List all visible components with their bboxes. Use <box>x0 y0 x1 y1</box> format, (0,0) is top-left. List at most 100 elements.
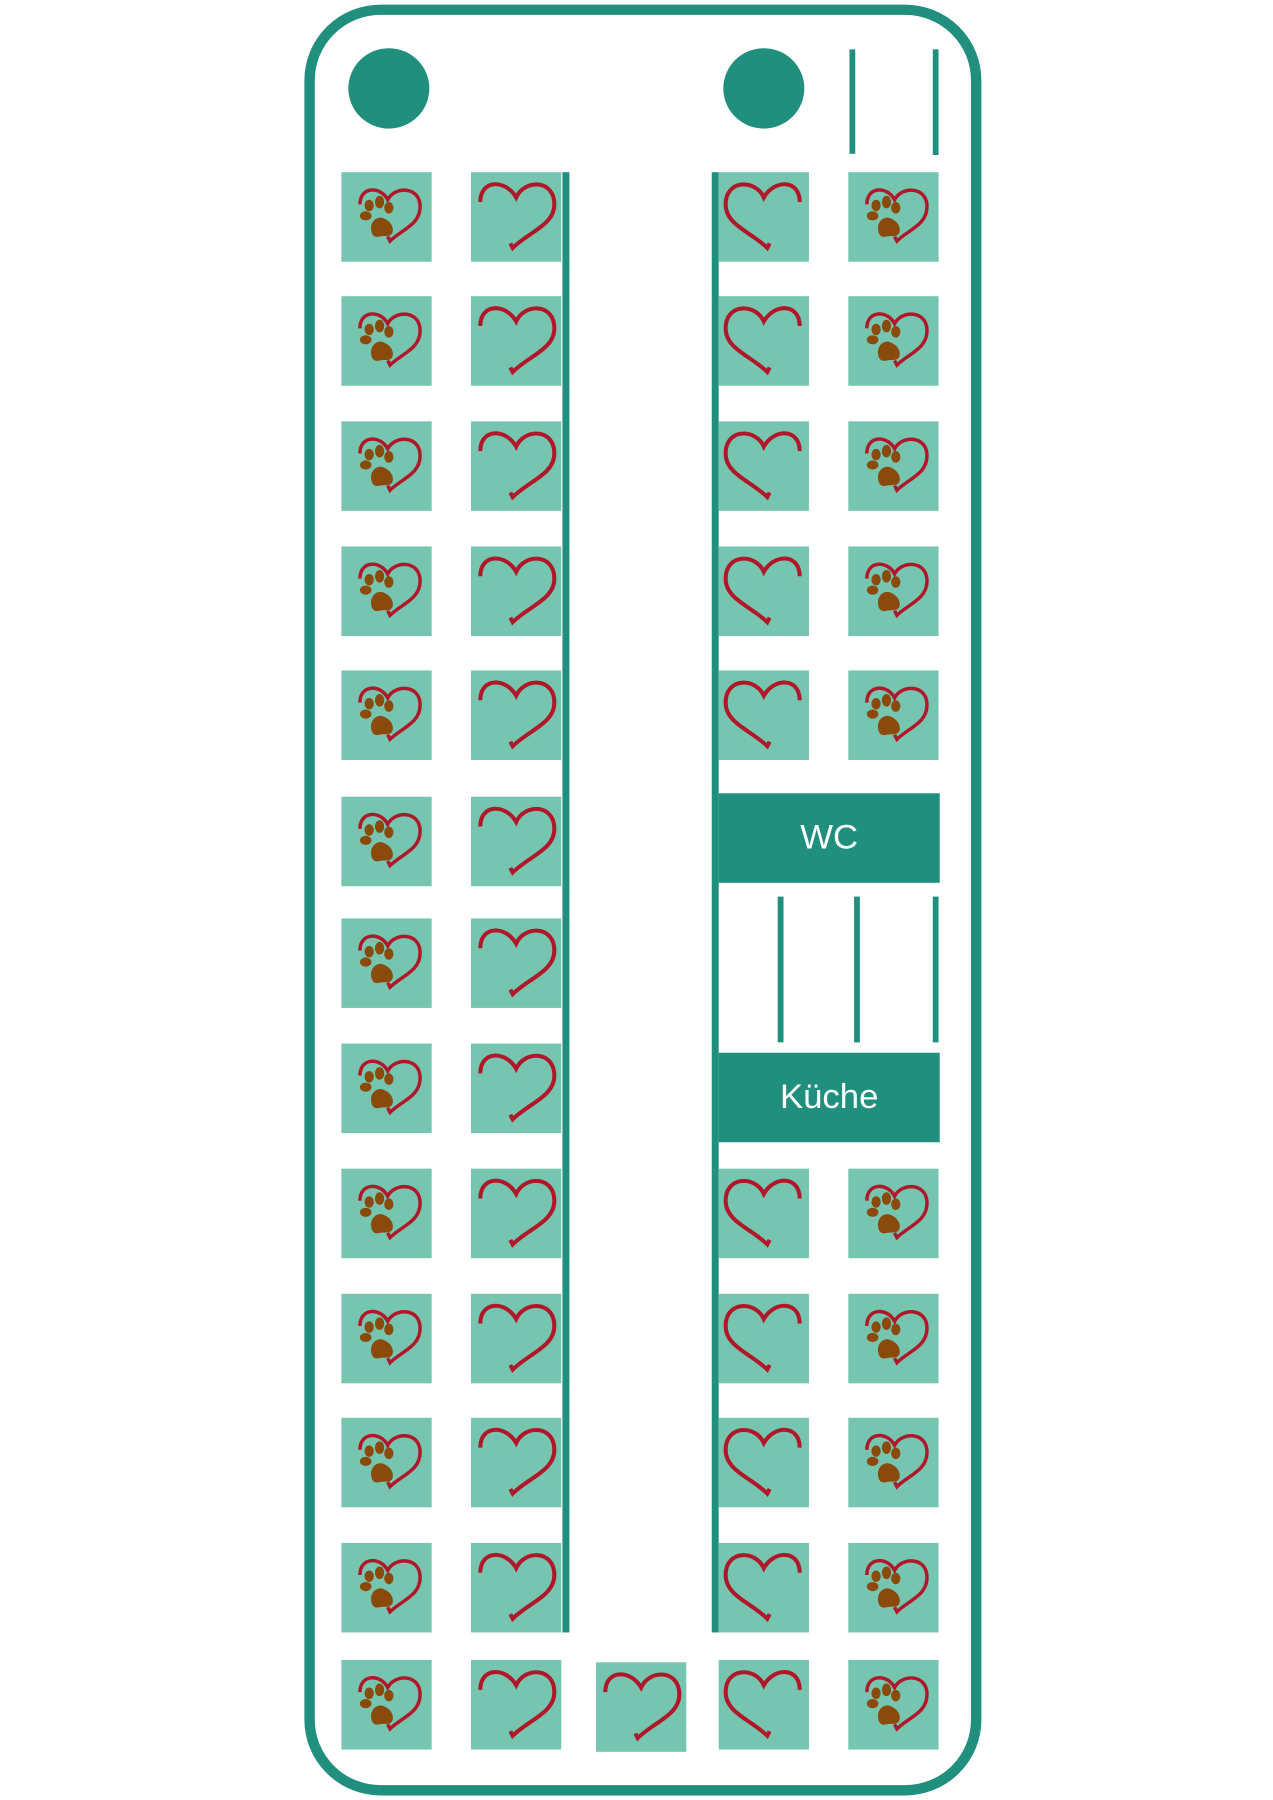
paw-heart-icon <box>341 670 431 760</box>
heart-icon <box>471 1660 561 1750</box>
heart-icon <box>471 546 561 636</box>
stair-line <box>932 896 939 1043</box>
heart-icon <box>719 1660 809 1750</box>
heart-icon <box>719 1543 809 1633</box>
heart-icon <box>471 296 561 386</box>
paw-heart-icon <box>848 296 938 386</box>
seat[interactable] <box>718 1168 809 1259</box>
seat[interactable] <box>341 296 432 386</box>
seat[interactable] <box>471 1542 562 1633</box>
paw-heart-icon <box>341 1169 431 1259</box>
seat[interactable] <box>848 1542 939 1633</box>
seat[interactable] <box>341 670 432 760</box>
seat[interactable] <box>341 172 432 262</box>
seat[interactable] <box>471 1417 562 1508</box>
paw-heart-icon <box>848 546 938 636</box>
stair-line <box>777 896 784 1043</box>
seat[interactable] <box>471 796 562 887</box>
heart-icon <box>719 1418 809 1508</box>
seat[interactable] <box>848 172 939 262</box>
seat[interactable] <box>718 1660 809 1750</box>
stair-line <box>849 49 856 154</box>
seat[interactable] <box>471 421 562 511</box>
seat[interactable] <box>341 1542 432 1633</box>
seat[interactable] <box>341 1660 432 1750</box>
door-marker-left <box>348 48 430 129</box>
heart-icon <box>471 1044 561 1134</box>
heart-icon <box>471 421 561 511</box>
paw-heart-icon <box>341 546 431 636</box>
seat[interactable] <box>341 1417 432 1508</box>
paw-heart-icon <box>341 296 431 386</box>
seat[interactable] <box>718 296 809 386</box>
paw-heart-icon <box>341 1294 431 1384</box>
seat[interactable] <box>718 670 809 760</box>
paw-heart-icon <box>848 1294 938 1384</box>
paw-heart-icon <box>341 1418 431 1508</box>
paw-heart-icon <box>341 421 431 511</box>
heart-icon <box>471 670 561 760</box>
stair-line <box>932 49 939 155</box>
paw-heart-icon <box>848 172 938 262</box>
seat[interactable] <box>848 296 939 386</box>
seat[interactable] <box>341 421 432 511</box>
seat[interactable] <box>341 546 432 636</box>
kitchen-room: Küche <box>718 1052 940 1143</box>
paw-heart-icon <box>848 1660 938 1750</box>
seat[interactable] <box>718 1293 809 1384</box>
seat[interactable] <box>471 1168 562 1259</box>
paw-heart-icon <box>848 1418 938 1508</box>
door-marker-right <box>723 48 805 129</box>
seat[interactable] <box>341 1293 432 1384</box>
seat[interactable] <box>341 796 432 887</box>
heart-icon <box>471 172 561 262</box>
paw-heart-icon <box>848 670 938 760</box>
seat[interactable] <box>718 546 809 636</box>
heart-icon <box>719 546 809 636</box>
seat[interactable] <box>341 1168 432 1259</box>
heart-icon <box>471 918 561 1008</box>
heart-icon <box>471 1418 561 1508</box>
heart-icon <box>471 1294 561 1384</box>
paw-heart-icon <box>848 1543 938 1633</box>
seat[interactable] <box>471 670 562 760</box>
seat[interactable] <box>471 1660 562 1750</box>
heart-icon <box>471 1169 561 1259</box>
heart-icon <box>719 421 809 511</box>
seat[interactable] <box>341 918 432 1008</box>
seat[interactable] <box>471 296 562 386</box>
seat[interactable] <box>718 421 809 511</box>
paw-heart-icon <box>848 421 938 511</box>
seat[interactable] <box>341 1043 432 1134</box>
seat[interactable] <box>596 1662 687 1752</box>
seat[interactable] <box>718 1417 809 1508</box>
paw-heart-icon <box>341 1543 431 1633</box>
seat[interactable] <box>718 172 809 262</box>
seat[interactable] <box>471 172 562 262</box>
seat[interactable] <box>471 546 562 636</box>
seat[interactable] <box>848 421 939 511</box>
seat[interactable] <box>471 1293 562 1384</box>
seat[interactable] <box>848 1168 939 1259</box>
paw-heart-icon <box>341 1660 431 1750</box>
paw-heart-icon <box>341 1044 431 1134</box>
paw-heart-icon <box>341 918 431 1008</box>
heart-icon <box>471 797 561 887</box>
seat[interactable] <box>848 670 939 760</box>
paw-heart-icon <box>848 1169 938 1259</box>
seat[interactable] <box>848 546 939 636</box>
heart-icon <box>719 1169 809 1259</box>
aisle-line-right <box>711 172 719 1633</box>
seat[interactable] <box>718 1542 809 1633</box>
seat[interactable] <box>471 1043 562 1134</box>
seat[interactable] <box>848 1417 939 1508</box>
wc-label: WC <box>800 818 859 857</box>
heart-icon <box>719 172 809 262</box>
seat[interactable] <box>848 1660 939 1750</box>
seat[interactable] <box>848 1293 939 1384</box>
heart-icon <box>719 1294 809 1384</box>
heart-icon <box>471 1543 561 1633</box>
vehicle-outline <box>304 4 982 1796</box>
seat[interactable] <box>471 918 562 1008</box>
